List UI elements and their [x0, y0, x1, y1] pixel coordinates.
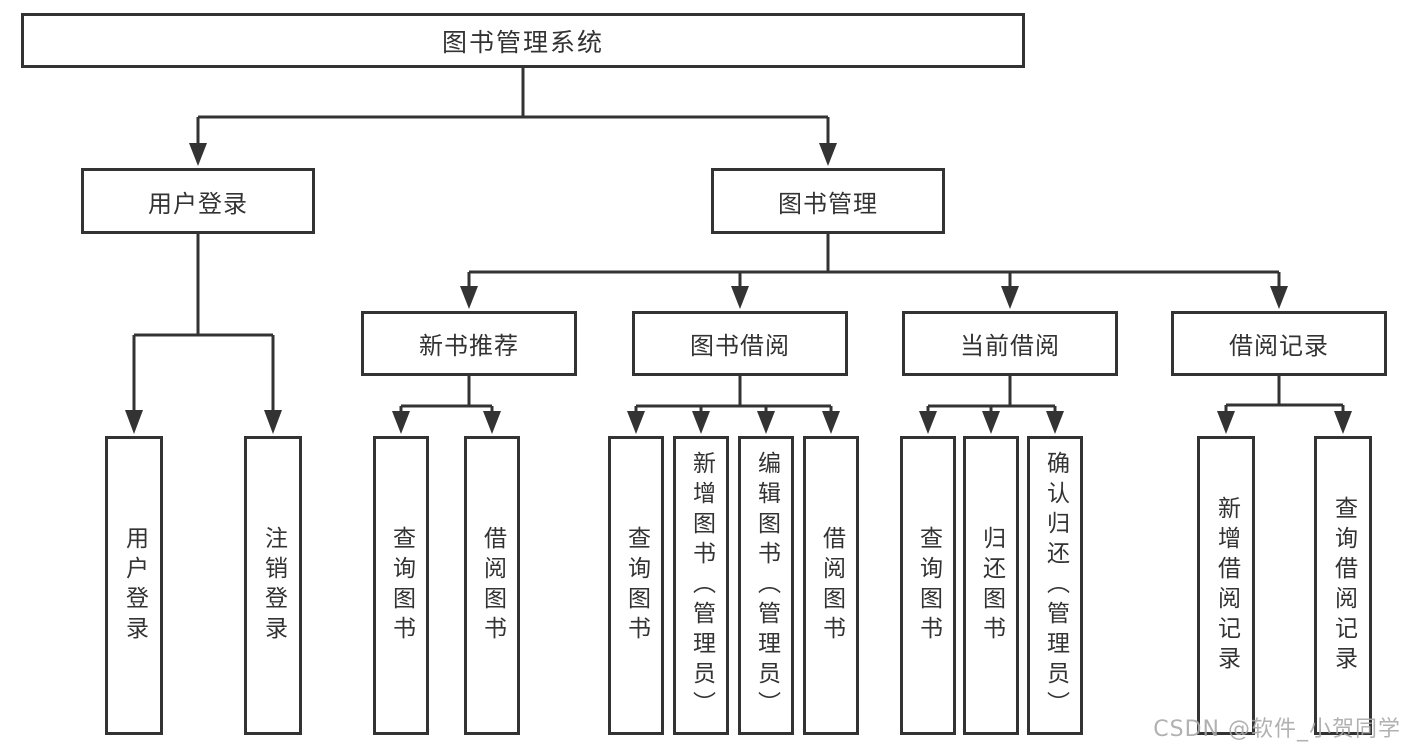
leaf-query-books-3-label: 查询图书	[915, 525, 942, 646]
leaf-query-borrow-record-label: 查询借阅记录	[1330, 495, 1357, 676]
node-book-management: 图书管理	[711, 168, 945, 234]
node-book-management-system: 图书管理系统	[21, 13, 1025, 68]
leaf-borrow-books-2: 借阅图书	[803, 436, 859, 735]
leaf-logout: 注销登录	[244, 436, 302, 735]
connector-current-to-leaves	[919, 376, 1064, 434]
watermark: CSDN @软件_小贺同学	[1153, 717, 1401, 742]
leaf-borrow-books-1: 借阅图书	[464, 436, 520, 735]
leaf-edit-book-admin: 编辑图书（管理员）	[738, 436, 794, 735]
leaf-add-borrow-record-label: 新增借阅记录	[1213, 495, 1240, 676]
leaf-user-login: 用户登录	[105, 436, 163, 735]
leaf-return-books: 归还图书	[963, 436, 1019, 735]
leaf-confirm-return-admin: 确认归还（管理员）	[1027, 436, 1083, 735]
node-borrowing-records: 借阅记录	[1171, 311, 1387, 376]
leaf-confirm-return-admin-label: 确认归还（管理员）	[1042, 450, 1069, 721]
connector-bookmgmt-to-level3	[460, 234, 1288, 309]
node-book-borrowing: 图书借阅	[632, 311, 848, 376]
leaf-user-login-label: 用户登录	[121, 525, 148, 646]
leaf-borrow-books-2-label: 借阅图书	[818, 525, 845, 646]
leaf-add-book-admin: 新增图书（管理员）	[673, 436, 729, 735]
leaf-borrow-books-1-label: 借阅图书	[479, 525, 506, 646]
node-current-borrowing: 当前借阅	[902, 311, 1118, 376]
leaf-query-books-2: 查询图书	[608, 436, 664, 735]
leaf-query-books-2-label: 查询图书	[623, 525, 650, 646]
leaf-query-books-1-label: 查询图书	[388, 525, 415, 646]
node-user-login: 用户登录	[81, 168, 315, 234]
connector-newbook-to-leaves	[392, 376, 501, 434]
connector-userlogin-to-leaves	[125, 234, 282, 434]
leaf-query-books-3: 查询图书	[900, 436, 956, 735]
leaf-add-borrow-record: 新增借阅记录	[1197, 436, 1255, 735]
leaf-add-book-admin-label: 新增图书（管理员）	[688, 450, 715, 721]
leaf-return-books-label: 归还图书	[978, 525, 1005, 646]
connector-records-to-leaves	[1217, 376, 1352, 434]
leaf-query-books-1: 查询图书	[373, 436, 429, 735]
connector-borrowing-to-leaves	[627, 376, 840, 434]
leaf-edit-book-admin-label: 编辑图书（管理员）	[753, 450, 780, 721]
leaf-query-borrow-record: 查询借阅记录	[1314, 436, 1372, 735]
connector-root-to-level2	[189, 68, 837, 166]
leaf-logout-label: 注销登录	[260, 525, 287, 646]
node-new-book-recommend: 新书推荐	[361, 311, 577, 376]
